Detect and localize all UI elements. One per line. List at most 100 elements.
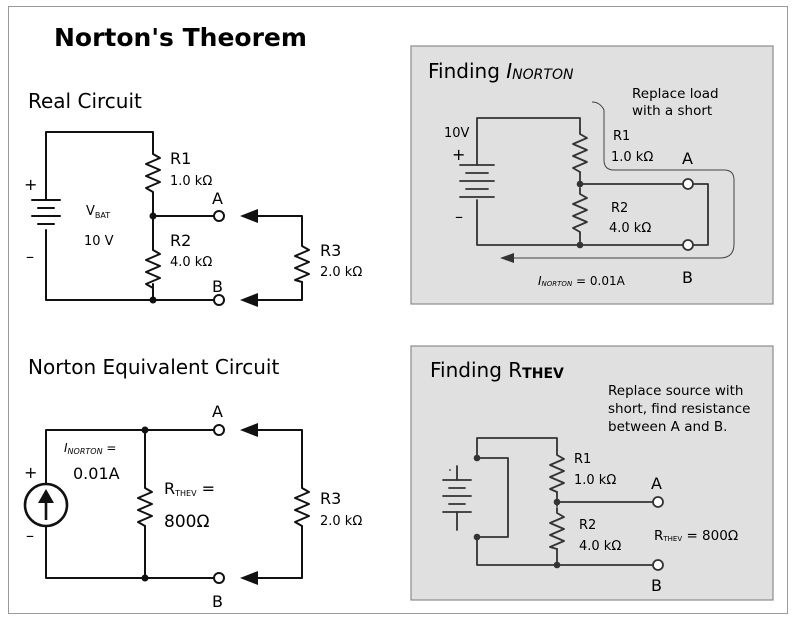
real-circuit: Real Circuit + – VBAT 10 V R1 1.0 kΩ R2 …	[24, 89, 362, 307]
r1-value: 1.0 kΩ	[170, 174, 212, 189]
finding-inorton-panel: Finding INORTON Replace load with a shor…	[410, 45, 774, 305]
inorton-r1-name: R1	[613, 129, 630, 144]
rthev-terminal-b-label: B	[651, 576, 662, 595]
inorton-minus: –	[455, 207, 463, 226]
ne-r3-value: 2.0 kΩ	[320, 514, 362, 529]
rthev-terminal-a-label: A	[651, 474, 662, 493]
rthev-wire-top	[476, 437, 558, 459]
real-circuit-heading: Real Circuit	[28, 89, 142, 113]
rthev-battery	[442, 465, 472, 531]
r3-wire-bottom	[255, 281, 303, 301]
rthev-junction-top	[473, 454, 481, 462]
arrow-b	[240, 293, 258, 307]
rthev-r1-name: R1	[574, 452, 591, 467]
ne-terminal-b	[213, 572, 225, 584]
battery-plus: +	[24, 175, 37, 194]
ne-r3-resistor	[294, 483, 310, 527]
terminal-b	[213, 294, 225, 306]
ne-terminal-a-label: A	[212, 402, 223, 421]
inorton-note-line2: with a short	[632, 103, 712, 119]
rthev-r2	[549, 507, 565, 550]
rthev-r1	[549, 449, 565, 493]
inorton-plus: +	[452, 145, 465, 164]
inorton-current-label: INORTON = 0.01A	[538, 274, 626, 288]
inorton-r2-name: R2	[611, 201, 628, 216]
ne-junction-top	[141, 426, 149, 434]
rthev-note-line3: between A and B.	[608, 419, 727, 435]
inorton-source-value: 10V	[444, 126, 470, 141]
vbat-value: 10 V	[84, 234, 114, 249]
inorton-r1	[572, 127, 588, 173]
r3-value: 2.0 kΩ	[320, 265, 362, 280]
ne-inorton-value: 0.01A	[73, 464, 120, 483]
current-arrow	[500, 253, 514, 263]
junction-a	[149, 212, 157, 220]
inorton-panel-bg	[410, 45, 774, 305]
inorton-terminal-b	[682, 239, 694, 251]
rthev-short	[476, 457, 509, 538]
rthev-junction-a	[553, 498, 561, 506]
inorton-note-line1: Replace load	[632, 86, 719, 102]
ne-rthev-label: RTHEV =	[164, 479, 215, 498]
junction-b	[149, 296, 157, 304]
r3-name: R3	[320, 241, 341, 260]
r2-resistor	[145, 243, 161, 291]
ne-arrow-a	[240, 423, 258, 437]
inorton-wire-bottom	[476, 199, 581, 246]
wire-b	[152, 283, 214, 301]
inorton-wire-top	[476, 117, 581, 166]
inorton-heading: Finding INORTON	[428, 59, 574, 83]
terminal-b-label: B	[212, 277, 223, 296]
rthev-r2-value: 4.0 kΩ	[579, 539, 621, 554]
arrow-a	[240, 209, 258, 223]
ne-inorton-label: INORTON =	[64, 441, 116, 456]
rthev-terminal-a	[652, 496, 664, 508]
inorton-junction-b	[576, 241, 584, 249]
ne-minus: –	[26, 526, 34, 545]
inorton-short	[693, 183, 709, 246]
ne-r3-wire-bottom	[255, 525, 303, 579]
inorton-r2	[572, 187, 588, 235]
page-title: Norton's Theorem	[54, 23, 307, 52]
ne-wire-bottom	[45, 525, 214, 579]
finding-rthev-panel: Finding RTHEV Replace source with short,…	[410, 345, 774, 601]
wire-bottom	[45, 229, 154, 301]
norton-equivalent-circuit: Norton Equivalent Circuit + – INORTON = …	[23, 355, 362, 611]
ne-r3-wire-top	[255, 429, 303, 485]
terminal-a	[213, 210, 225, 222]
battery-minus: –	[26, 247, 34, 266]
norton-equivalent-heading: Norton Equivalent Circuit	[28, 355, 279, 379]
terminal-a-label: A	[212, 189, 223, 208]
rthev-note-line2: short, find resistance	[608, 401, 750, 417]
rthev-r1-value: 1.0 kΩ	[574, 473, 616, 488]
ne-wire-top	[45, 429, 214, 485]
inorton-r2-value: 4.0 kΩ	[609, 221, 651, 236]
rthev-r2-name: R2	[579, 518, 596, 533]
r1-name: R1	[170, 149, 191, 168]
rthev-terminal-b	[652, 559, 664, 571]
ne-r3-name: R3	[320, 489, 341, 508]
rthev-wire-bottom	[476, 536, 558, 566]
current-path	[514, 101, 735, 259]
rthev-junction-bottom	[473, 533, 481, 541]
r3-resistor	[294, 239, 310, 283]
rthev-panel-bg	[410, 345, 774, 601]
inorton-battery	[459, 164, 495, 198]
ne-terminal-a	[213, 424, 225, 436]
ne-junction-bottom	[141, 574, 149, 582]
ne-rthev-value: 800Ω	[164, 512, 209, 532]
inorton-junction-a	[576, 180, 584, 188]
rthev-junction-b	[553, 561, 561, 569]
ne-arrow-b	[240, 571, 258, 585]
r3-wire-top	[255, 215, 303, 241]
r1-resistor	[145, 147, 161, 197]
r2-value: 4.0 kΩ	[170, 255, 212, 270]
battery-symbol	[31, 199, 61, 225]
r2-name: R2	[170, 231, 191, 250]
ne-plus: +	[24, 463, 37, 482]
rthev-note-line1: Replace source with	[608, 383, 743, 399]
vbat-label: VBAT	[86, 204, 110, 220]
ne-terminal-b-label: B	[212, 592, 223, 611]
inorton-terminal-a-label: A	[682, 149, 693, 168]
